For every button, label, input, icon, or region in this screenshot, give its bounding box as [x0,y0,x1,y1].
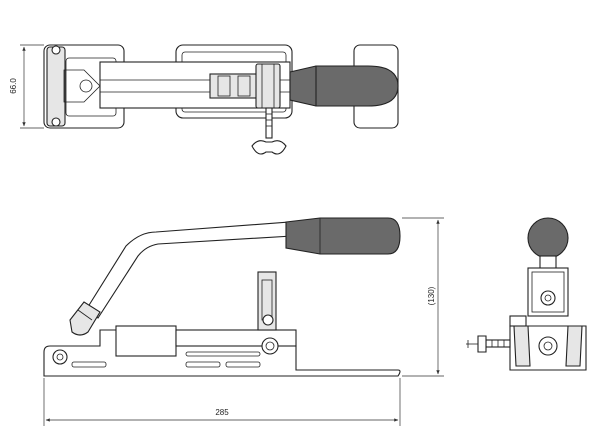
top-slider [209,73,259,99]
side-view: 285 (130) [43,217,444,426]
dim-side-height: (130) [427,286,436,305]
side-pivot-icon [52,349,68,365]
top-screw-icon [51,45,61,55]
top-view: 66.0 [9,44,399,155]
end-pivot-icon [538,336,558,356]
side-tension-knob-icon [261,337,279,355]
side-lever-sleeve [69,301,101,336]
wing-nut-icon [251,140,287,155]
top-tension-nut [255,63,281,109]
end-view [466,217,587,371]
end-handle-ball [527,217,569,259]
side-slider-block [115,325,177,357]
side-handle-grip [285,217,401,255]
side-tension-post [257,271,277,331]
top-bolt [265,107,273,139]
dim-top-width: 66.0 [9,78,18,94]
end-hole-icon [540,290,556,306]
top-jaw [63,69,101,103]
dim-side-length: 285 [215,408,229,417]
top-left-plate [46,46,66,127]
